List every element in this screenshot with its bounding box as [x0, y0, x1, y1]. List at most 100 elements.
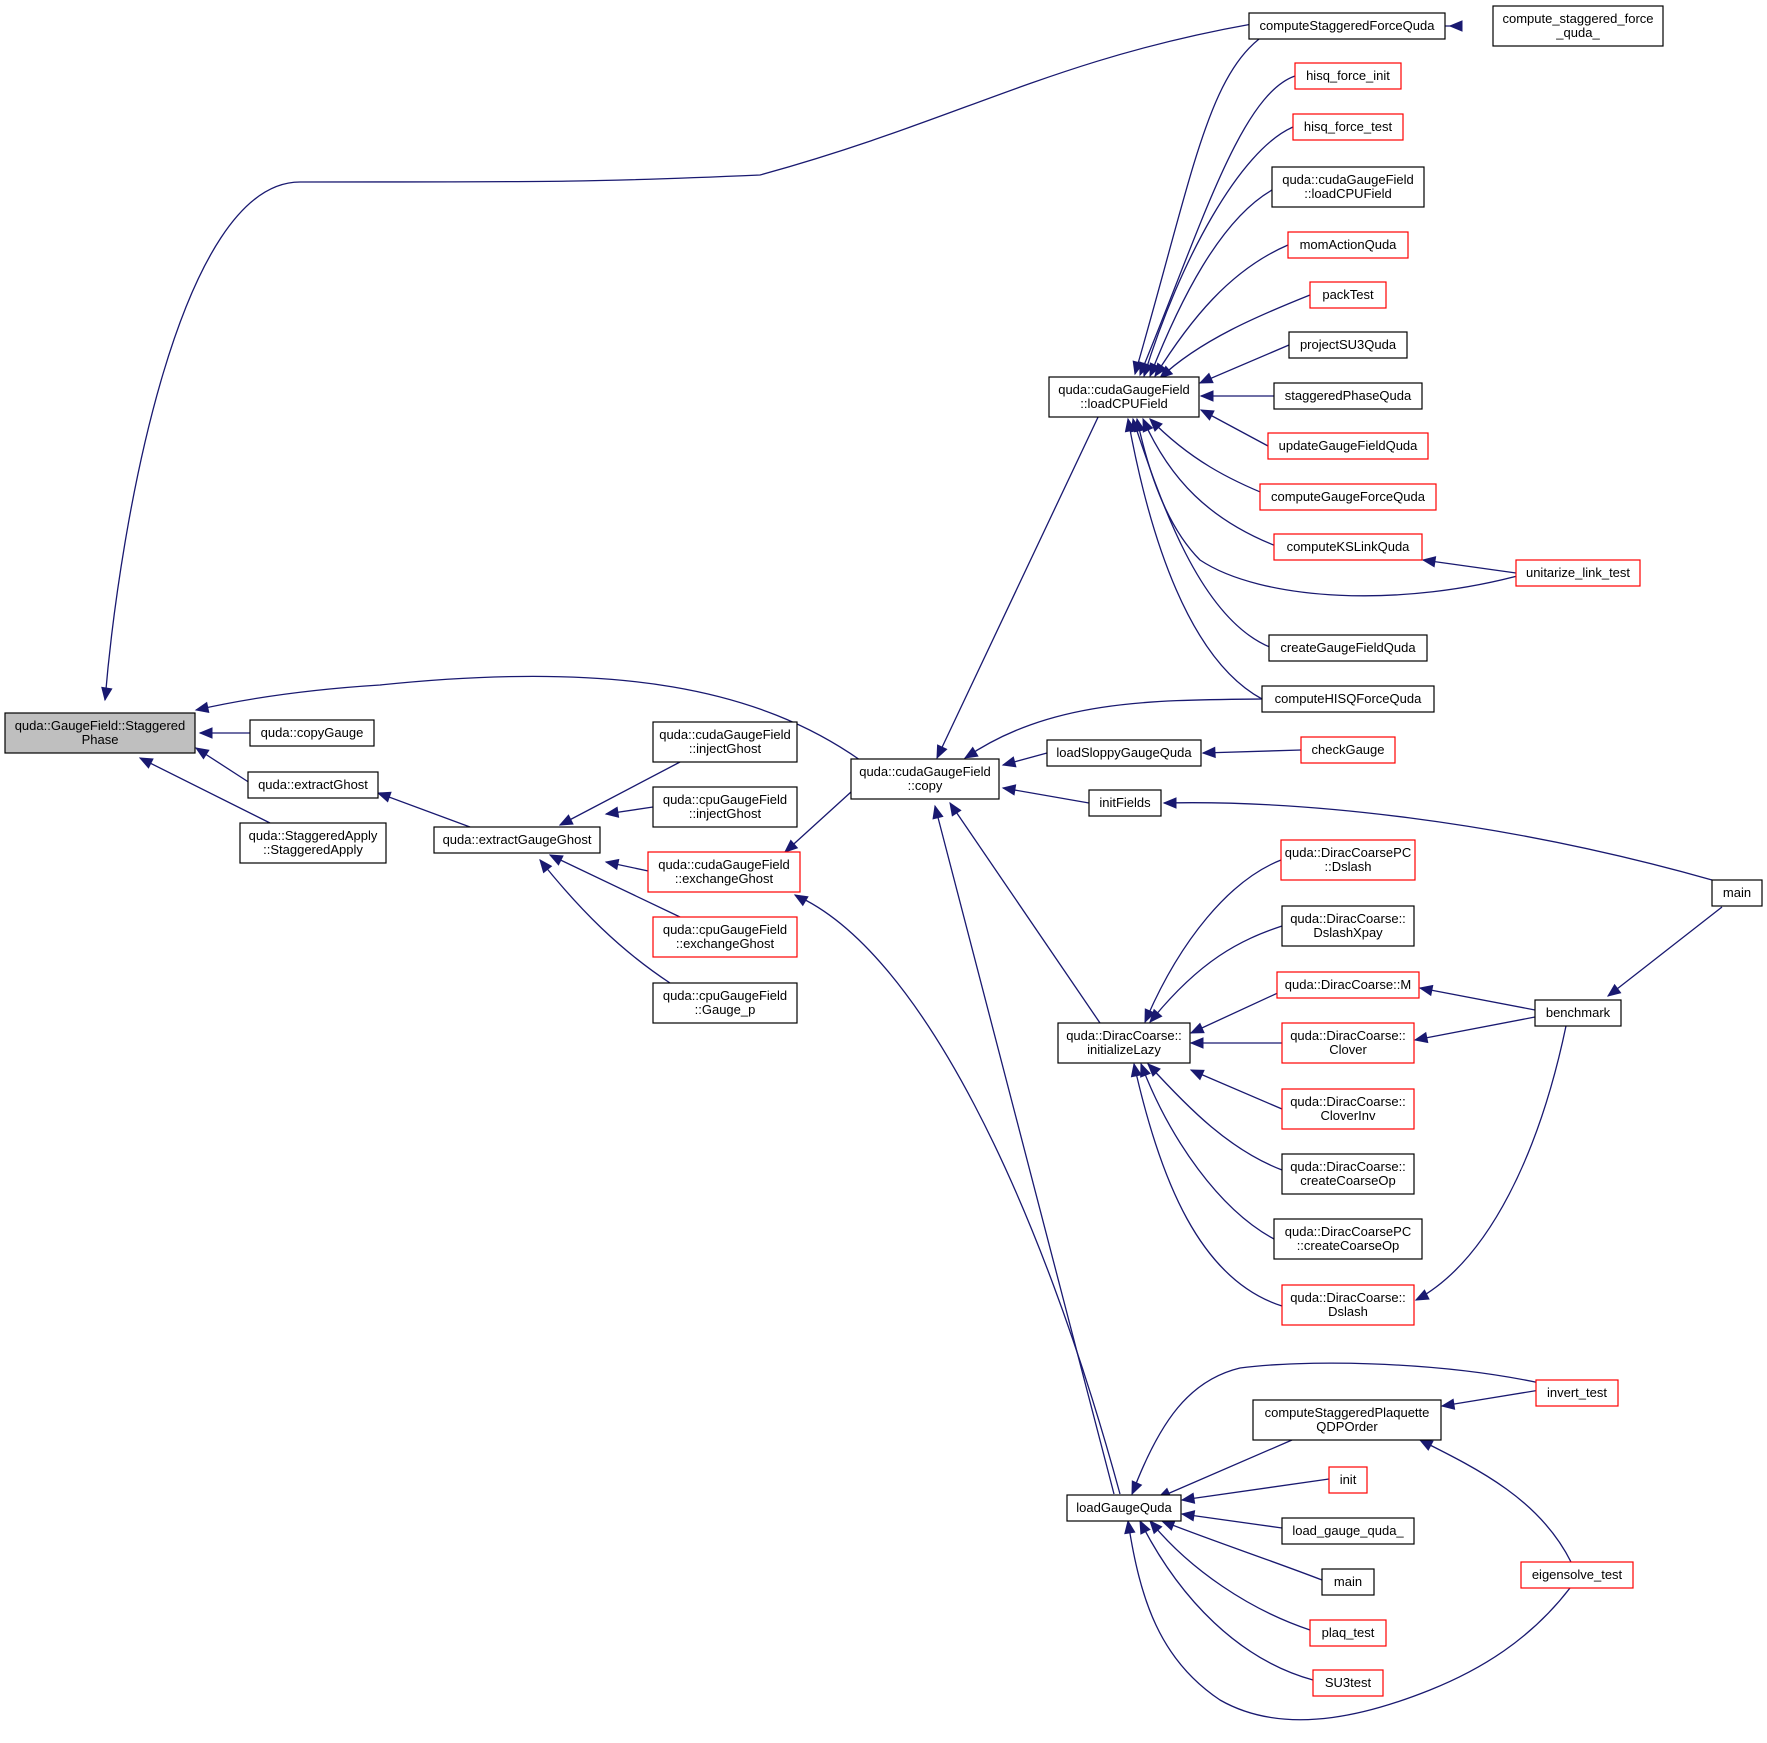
caller-function-node[interactable]: quda::DiracCoarse::DslashXpay [1281, 905, 1415, 947]
node-box [1048, 376, 1200, 418]
caller-function-node[interactable]: quda::cudaGaugeField::exchangeGhost [647, 851, 801, 893]
node-label: ::StaggeredApply [263, 842, 363, 857]
caller-function-node[interactable]: quda::cudaGaugeField::copy [850, 758, 1000, 800]
caller-function-node[interactable]: quda::DiracCoarse::M [1276, 971, 1420, 999]
caller-function-node[interactable]: computeGaugeForceQuda [1259, 483, 1437, 511]
caller-function-node[interactable]: computeKSLinkQuda [1273, 533, 1423, 561]
caller-function-node[interactable]: compute_staggered_force_quda_ [1492, 5, 1664, 47]
edge-arrowhead [1421, 556, 1437, 568]
call-edge [104, 23, 1253, 701]
edge-arrowhead [963, 746, 979, 759]
edge-arrowhead [1159, 365, 1174, 379]
call-edge [1142, 418, 1277, 547]
caller-function-node[interactable]: checkGauge [1300, 736, 1396, 764]
caller-function-node[interactable]: quda::cpuGaugeField::exchangeGhost [652, 916, 798, 958]
node-label: computeStaggeredForceQuda [1260, 18, 1436, 33]
caller-function-node[interactable]: plaq_test [1309, 1619, 1387, 1647]
edge-arrowhead [558, 814, 574, 826]
caller-function-node[interactable]: quda::DiracCoarse::initializeLazy [1057, 1022, 1191, 1064]
caller-function-node[interactable]: computeHISQForceQuda [1261, 685, 1435, 713]
caller-function-node[interactable]: quda::DiracCoarse::createCoarseOp [1281, 1153, 1415, 1195]
call-edge [1134, 21, 1291, 375]
node-label: quda::DiracCoarse::M [1285, 977, 1411, 992]
caller-function-node[interactable]: loadSloppyGaugeQuda [1046, 739, 1202, 767]
call-edge [1422, 559, 1517, 574]
call-edge [1132, 418, 1273, 649]
node-label: quda::cudaGaugeField [658, 857, 790, 872]
caller-function-node[interactable]: projectSU3Quda [1288, 331, 1408, 359]
node-box [1294, 62, 1402, 90]
caller-function-node[interactable]: quda::copyGauge [249, 719, 375, 747]
edge-arrowhead [784, 839, 799, 853]
caller-function-node[interactable]: main [1711, 879, 1763, 907]
node-label: updateGaugeFieldQuda [1279, 438, 1419, 453]
caller-function-node[interactable]: quda::extractGaugeGhost [433, 826, 601, 854]
caller-function-node[interactable]: initFields [1088, 789, 1162, 817]
caller-function-node[interactable]: hisq_force_test [1292, 113, 1404, 141]
call-edge [539, 859, 671, 984]
caller-function-node[interactable]: quda::cpuGaugeField::injectGhost [652, 786, 798, 828]
edge-arrowhead [1149, 418, 1163, 432]
node-label: _quda_ [1555, 25, 1600, 40]
call-edge [1163, 802, 1713, 881]
caller-function-node[interactable]: quda::cpuGaugeField::Gauge_p [652, 982, 798, 1024]
node-box [1292, 113, 1404, 141]
caller-function-node[interactable]: invert_test [1535, 1379, 1619, 1407]
caller-function-node[interactable]: hisq_force_init [1294, 62, 1402, 90]
node-label: plaq_test [1322, 1625, 1375, 1640]
edge-arrowhead [1154, 362, 1167, 378]
edge-arrowhead [548, 854, 564, 866]
node-label: QDPOrder [1316, 1419, 1378, 1434]
node-box [1261, 685, 1435, 713]
caller-function-node[interactable]: computeStaggeredForceQuda [1248, 12, 1446, 40]
edges-layer [101, 20, 1723, 1721]
caller-function-node[interactable]: loadGaugeQuda [1066, 1494, 1182, 1522]
node-box [850, 758, 1000, 800]
node-box [1711, 879, 1763, 907]
edge-arrowhead [138, 757, 154, 769]
caller-function-node[interactable]: quda::StaggeredApply::StaggeredApply [239, 822, 387, 864]
caller-function-node[interactable]: momActionQuda [1287, 231, 1409, 259]
caller-function-node[interactable]: SU3test [1312, 1669, 1384, 1697]
node-label: main [1723, 885, 1751, 900]
caller-function-node[interactable]: quda::DiracCoarsePC::Dslash [1280, 839, 1416, 881]
node-label: computeKSLinkQuda [1287, 539, 1411, 554]
node-label: ::loadCPUField [1080, 396, 1167, 411]
node-label: createGaugeFieldQuda [1280, 640, 1416, 655]
caller-function-node[interactable]: createGaugeFieldQuda [1268, 634, 1428, 662]
caller-function-node[interactable]: eigensolve_test [1520, 1561, 1634, 1589]
caller-function-node[interactable]: quda::extractGhost [247, 771, 379, 799]
caller-function-node[interactable]: main [1321, 1568, 1375, 1596]
caller-function-node[interactable]: quda::cudaGaugeField::loadCPUField [1048, 376, 1200, 418]
node-box [249, 719, 375, 747]
caller-function-node[interactable]: quda::DiracCoarse::Dslash [1281, 1284, 1415, 1326]
edge-arrowhead [936, 744, 948, 760]
caller-function-node[interactable]: quda::cudaGaugeField::injectGhost [652, 721, 798, 763]
node-label: quda::DiracCoarse:: [1066, 1028, 1182, 1043]
call-edge [1161, 1520, 1323, 1581]
edge-arrowhead [1162, 797, 1177, 809]
caller-function-node[interactable]: quda::DiracCoarse::CloverInv [1281, 1088, 1415, 1130]
call-edge [1002, 787, 1090, 804]
caller-function-node[interactable]: unitarize_link_test [1515, 559, 1641, 587]
edge-arrowhead [194, 747, 210, 760]
edge-arrowhead [1189, 1069, 1205, 1081]
call-edge [1131, 1362, 1541, 1495]
caller-function-node[interactable]: quda::cudaGaugeField::loadCPUField [1271, 166, 1425, 208]
caller-function-node[interactable]: updateGaugeFieldQuda [1267, 432, 1429, 460]
caller-function-node[interactable]: quda::DiracCoarse::Clover [1281, 1022, 1415, 1064]
node-label: SU3test [1325, 1675, 1372, 1690]
caller-function-node[interactable]: load_gauge_quda_ [1281, 1517, 1415, 1545]
caller-function-node[interactable]: staggeredPhaseQuda [1273, 382, 1423, 410]
caller-function-node[interactable]: benchmark [1534, 999, 1622, 1027]
node-label: compute_staggered_force [1502, 11, 1653, 26]
edge-arrowhead [1418, 984, 1434, 997]
caller-function-node[interactable]: quda::DiracCoarsePC::createCoarseOp [1273, 1218, 1423, 1260]
node-box [1300, 736, 1396, 764]
caller-function-node[interactable]: init [1328, 1466, 1368, 1494]
caller-function-node[interactable]: packTest [1309, 281, 1387, 309]
call-edge [1147, 1063, 1283, 1171]
node-label: ::copy [908, 778, 943, 793]
edge-arrowhead [1448, 20, 1463, 32]
